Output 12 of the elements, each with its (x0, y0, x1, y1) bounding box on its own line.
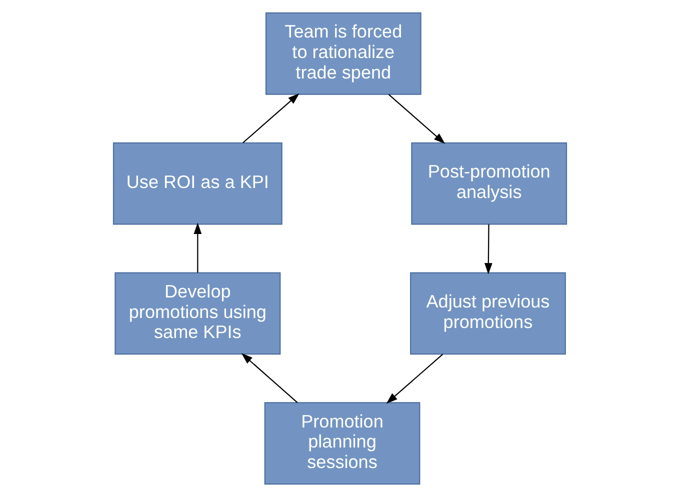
node-box: Develop promotions using same KPIs (114, 272, 281, 355)
node-box: Post-promotion analysis (411, 142, 568, 225)
arrow (241, 353, 298, 403)
arrow (388, 94, 446, 144)
node-box: Adjust previous promotions (410, 272, 566, 355)
arrow (242, 93, 300, 144)
node-box: Promotion planning sessions (264, 402, 420, 485)
node-box: Use ROI as a KPI (112, 142, 282, 225)
node-box: Team is forced to rationalize trade spend (265, 12, 422, 95)
arrow (194, 222, 202, 273)
arrow (386, 354, 444, 404)
arrow (484, 224, 492, 274)
